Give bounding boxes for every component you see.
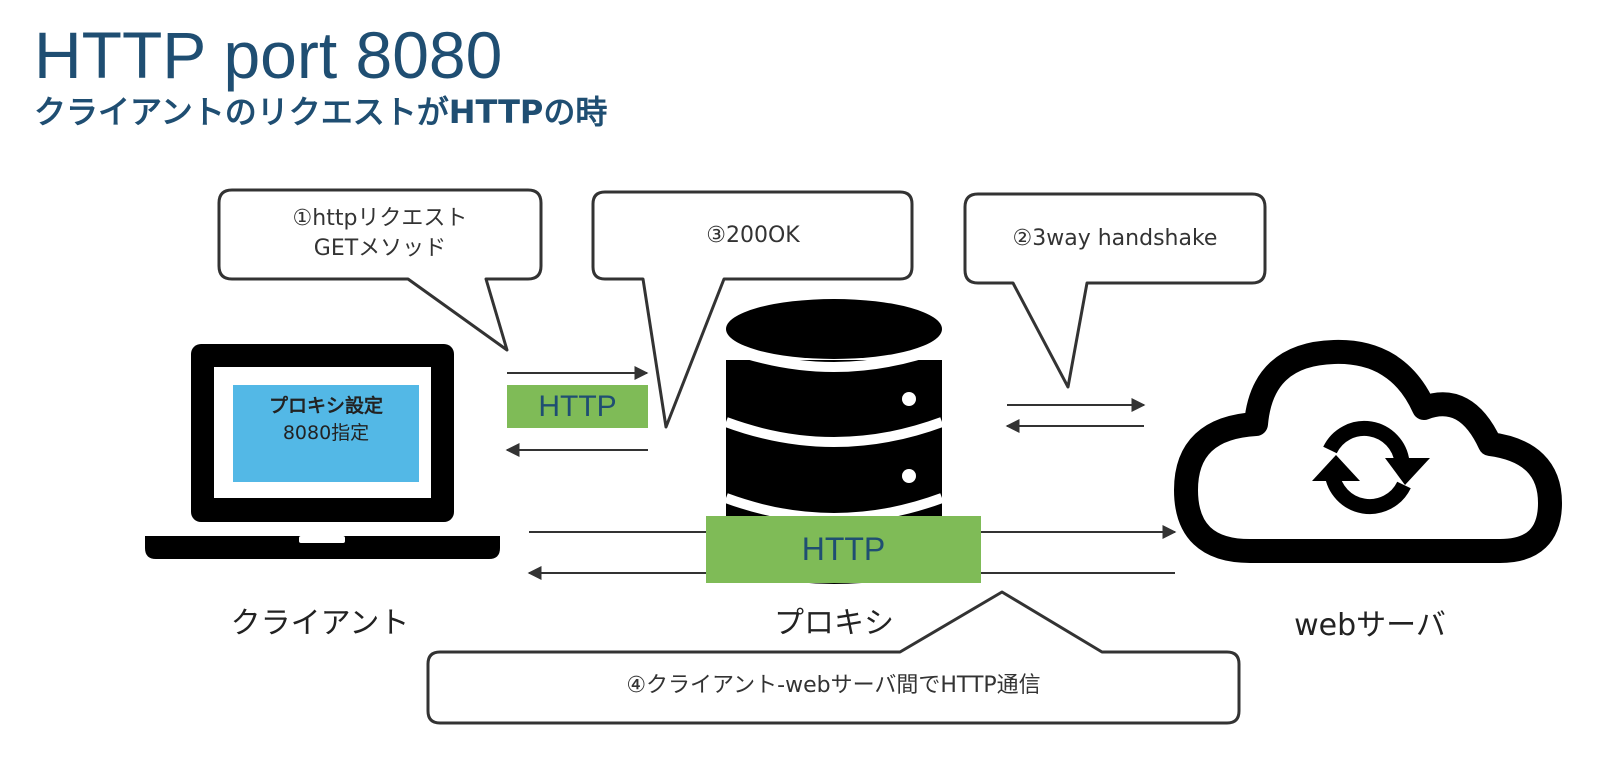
- callout-step4-text: ④クライアント-webサーバ間でHTTP通信: [626, 673, 1041, 698]
- callout-step2-bubble: [963, 192, 1267, 389]
- screen-line1: プロキシ設定: [268, 395, 383, 417]
- callout-step1-line1: ①httpリクエスト: [292, 206, 468, 231]
- laptop-screen-text: プロキシ設定 8080指定: [233, 393, 419, 447]
- http-badge-client-proxy: HTTP: [507, 385, 648, 428]
- webserver-label: webサーバ: [1294, 608, 1446, 643]
- laptop-icon: [145, 344, 500, 559]
- callout-step1-bubble: [217, 188, 543, 352]
- page-title: HTTP port 8080: [34, 18, 503, 92]
- proxy-label: プロキシ: [774, 606, 894, 641]
- page-subtitle: クライアントのリクエストがHTTPの時: [34, 93, 608, 131]
- cloud-sync-icon: [1174, 339, 1562, 563]
- callout-step1-text: ①httpリクエスト GETメソッド: [222, 204, 538, 264]
- callout-step1-line2: GETメソッド: [313, 236, 447, 261]
- callout-step4-bubble: [426, 590, 1241, 725]
- screen-line2: 8080指定: [282, 422, 370, 444]
- http-badge-client-webserver: HTTP: [706, 516, 981, 583]
- client-label: クライアント: [230, 606, 410, 641]
- callout-step2-text: ②3way handshake: [1012, 226, 1218, 251]
- callout-step3-bubble: [591, 190, 914, 429]
- callout-step3-text: ③200OK: [706, 223, 800, 248]
- laptop-screen-panel: [233, 385, 419, 482]
